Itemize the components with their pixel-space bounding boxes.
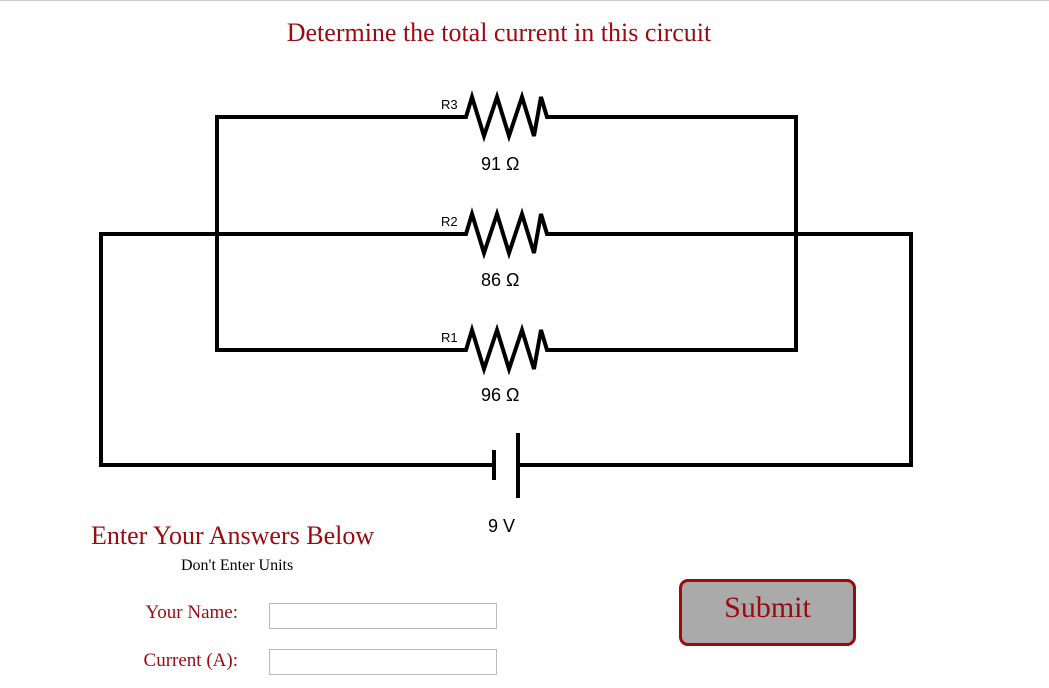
- r3-label: R3: [441, 97, 458, 112]
- r3-value: 91 Ω: [481, 154, 519, 174]
- current-label: Current (A):: [143, 650, 238, 671]
- name-label: Your Name:: [145, 602, 238, 623]
- name-input[interactable]: [269, 603, 497, 629]
- r1-value: 96 Ω: [481, 385, 519, 405]
- answers-heading: Enter Your Answers Below: [91, 521, 375, 550]
- page-title: Determine the total current in this circ…: [286, 18, 712, 47]
- submit-button[interactable]: Submit: [679, 579, 856, 646]
- units-note: Don't Enter Units: [181, 557, 294, 574]
- wire-r1: [217, 323, 796, 376]
- battery-voltage: 9 V: [488, 516, 515, 536]
- r2-label: R2: [441, 214, 458, 229]
- r1-label: R1: [441, 330, 458, 345]
- wire-r3: [217, 90, 796, 143]
- wire-r2: [101, 207, 911, 260]
- r2-value: 86 Ω: [481, 270, 519, 290]
- current-input[interactable]: [269, 649, 497, 675]
